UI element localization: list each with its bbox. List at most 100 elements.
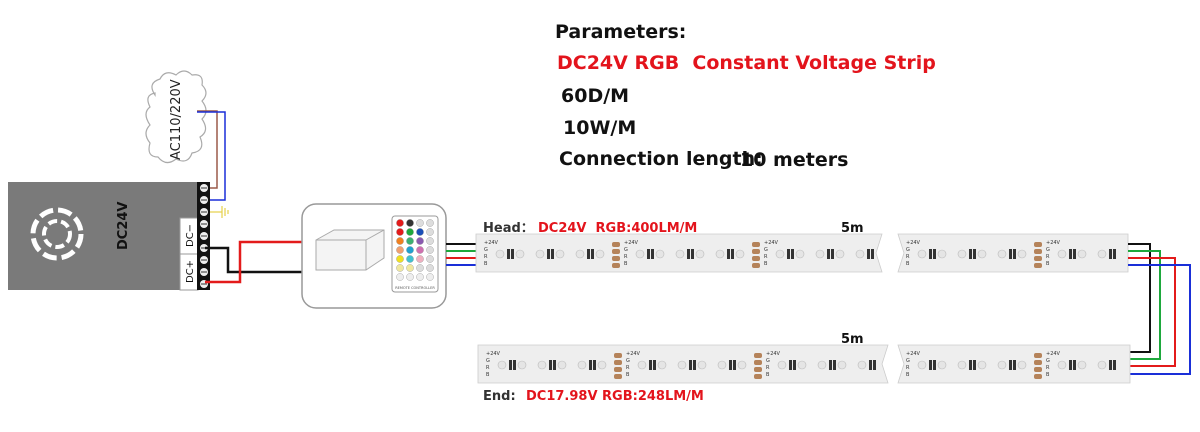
ac-wire-brown [197, 110, 218, 189]
pad-label: R [484, 254, 488, 260]
resistor [1113, 249, 1116, 259]
resistor [649, 360, 652, 370]
led-chip [1017, 249, 1027, 259]
resistor [589, 360, 592, 370]
pad-label: B [1046, 261, 1050, 267]
pad-label: G [484, 247, 488, 253]
led-chip [517, 360, 527, 370]
resistor [553, 360, 556, 370]
resistor [793, 360, 796, 370]
resistor [507, 249, 510, 259]
led-chip [917, 360, 927, 370]
led-chip [675, 249, 685, 259]
ac-source-cloud: AC110/220V [145, 70, 207, 164]
psu-output-label: DC24V [116, 202, 131, 250]
remote-button [406, 246, 414, 254]
resistor [787, 249, 790, 259]
resistor [1013, 249, 1016, 259]
resistor [1073, 249, 1076, 259]
led-chip [555, 249, 565, 259]
resistor [647, 249, 650, 259]
led-chip [957, 249, 967, 259]
power-supply: DC24V DC− DC+ [8, 182, 229, 291]
pad-label: B [906, 261, 910, 267]
remote-button [416, 219, 424, 227]
resistor [873, 360, 876, 370]
resistor [733, 360, 736, 370]
solder-pad [752, 263, 760, 268]
solder-pad [1034, 249, 1042, 254]
resistor [973, 360, 976, 370]
led-chip [857, 360, 867, 370]
pad-label: R [764, 254, 768, 260]
strip-type: DC24V RGB Constant Voltage Strip [557, 52, 936, 74]
remote-button [416, 264, 424, 272]
resistor [731, 249, 734, 259]
led-chip [1017, 360, 1027, 370]
remote-button [416, 273, 424, 281]
led-chip [537, 360, 547, 370]
resistor [973, 249, 976, 259]
led-chip [1097, 249, 1107, 259]
remote-button [416, 237, 424, 245]
solder-pad [1034, 367, 1042, 372]
resistor [509, 360, 512, 370]
remote-button [426, 246, 434, 254]
remote-button [406, 255, 414, 263]
pad-label: B [484, 261, 488, 267]
led-chip [937, 249, 947, 259]
pad-label: R [624, 254, 628, 260]
resistor [1113, 360, 1116, 370]
pad-label: G [906, 358, 910, 364]
remote-button [406, 228, 414, 236]
led-chip [577, 360, 587, 370]
resistor [969, 360, 972, 370]
remote-button [416, 228, 424, 236]
pad-label: B [1046, 372, 1050, 378]
resistor [591, 249, 594, 259]
pad-label: +24V [486, 351, 501, 357]
remote-button [426, 264, 434, 272]
pad-label: G [486, 358, 490, 364]
led-chip [677, 360, 687, 370]
resistor [729, 360, 732, 370]
led-chip [697, 360, 707, 370]
ac-wire-blue [197, 111, 226, 201]
resistor [1009, 249, 1012, 259]
pad-label: B [626, 372, 630, 378]
pad-label: R [1046, 254, 1050, 260]
pad-label: G [1046, 358, 1050, 364]
solder-pad [754, 353, 762, 358]
pad-label: G [1046, 247, 1050, 253]
dc-plus-wire [205, 240, 302, 284]
head-prefix: Head： [483, 221, 534, 236]
resistor [831, 249, 834, 259]
pad-label: B [764, 261, 768, 267]
led-chip [575, 249, 585, 259]
pad-label: G [766, 358, 770, 364]
led-density: 60D/M [561, 85, 629, 107]
resistor [549, 360, 552, 370]
led-chip [1077, 360, 1087, 370]
pad-label: B [766, 372, 770, 378]
led-chip [1057, 249, 1067, 259]
resistor [829, 360, 832, 370]
pad-label: +24V [764, 240, 779, 246]
solder-pad [1034, 374, 1042, 379]
led-chip [777, 360, 787, 370]
resistor [593, 360, 596, 370]
pad-label: G [624, 247, 628, 253]
remote-button [406, 273, 414, 281]
solder-pad [754, 367, 762, 372]
solder-pad [752, 256, 760, 261]
pad-label: G [906, 247, 910, 253]
solder-pad [754, 360, 762, 365]
ground-icon [210, 206, 229, 218]
resistor [653, 360, 656, 370]
resistor [833, 360, 836, 370]
resistor [651, 249, 654, 259]
resistor [691, 249, 694, 259]
remote-button [426, 219, 434, 227]
